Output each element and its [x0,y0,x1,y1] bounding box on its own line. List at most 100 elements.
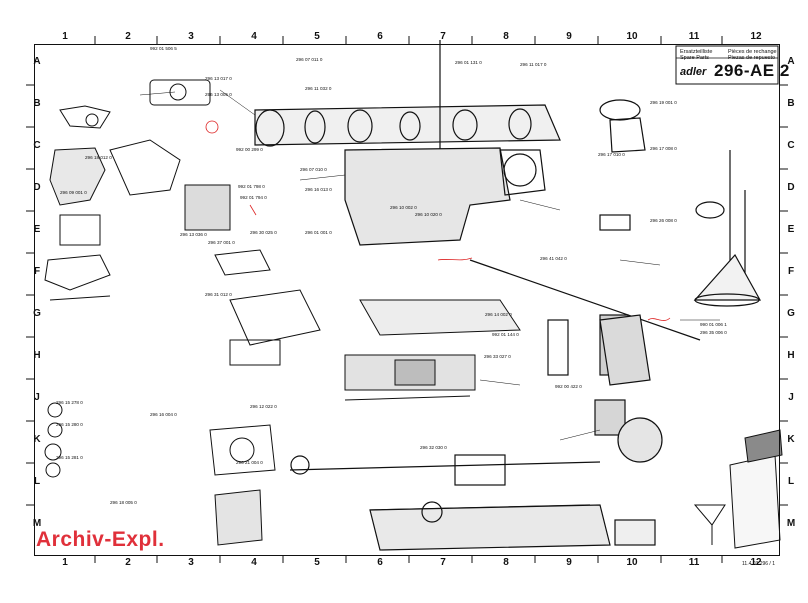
part-number: 992 01 794 0 [240,195,267,200]
part-number: 990 01 006 1 [700,322,727,327]
part-number: 296 15 281 0 [56,455,83,460]
part-number: 296 11 032 0 [305,86,332,91]
grid-row-label: B [33,98,41,109]
grid-row-label-right: B [787,98,795,109]
part-number: 992 01 798 0 [238,184,265,189]
grid-column-label-bottom: 2 [125,557,131,568]
part-number: 296 17 010 0 [598,152,625,157]
grid-column-label: 11 [688,31,700,42]
part-number: 296 13 017 0 [205,76,232,81]
grid-row-label-right: J [788,392,794,403]
grid-column-label: 3 [188,31,194,42]
grid-column-label: 4 [251,31,257,42]
grid-row-label-right: G [787,308,795,319]
part-number: 296 30 025 0 [250,230,277,235]
grid-row-label: C [33,140,41,151]
part-number: 992 00 422 0 [555,384,582,389]
part-number: 296 18 012 0 [85,155,112,160]
grid-column-label-bottom: 10 [626,557,638,568]
part-number: 296 11 017 0 [520,62,547,67]
grid-row-label-right: E [787,224,795,235]
part-number: 296 32 030 0 [420,445,447,450]
title-de: Ersatzteilliste [680,49,713,55]
grid-column-label-bottom: 5 [314,557,320,568]
grid-row-label-right: H [787,350,795,361]
part-number: 296 13 005 0 [205,92,232,97]
part-number: 296 15 280 0 [56,422,83,427]
part-number: 296 37 001 0 [208,240,235,245]
title-es: Piezas de repuesto [728,55,776,61]
grid-row-label: F [33,266,41,277]
part-number: 296 14 002 0 [485,312,512,317]
grid-row-label: M [32,518,42,529]
grid-row-label-right: L [787,476,795,487]
part-number: 296 16 004 0 [150,412,177,417]
grid-row-label: L [33,476,41,487]
grid-column-label-bottom: 12 [750,557,762,568]
grid-column-label: 2 [125,31,131,42]
grid-row-label-right: M [786,518,796,529]
part-number: 296 15 278 0 [56,400,83,405]
grid-column-label: 7 [440,31,446,42]
part-number: 296 18 005 0 [110,500,137,505]
part-number: 992 01 506 5 [150,46,177,51]
part-number: 296 09 001 0 [60,190,87,195]
part-number: 296 12 022 0 [250,404,277,409]
part-number: 296 10 002 0 [390,205,417,210]
grid-row-label-right: C [787,140,795,151]
model-number: 296-AE 2 [714,61,790,80]
drawing-reference: 11.4.03 296 / 1 [742,561,775,567]
grid-column-label-bottom: 8 [503,557,509,568]
grid-column-label: 10 [626,31,638,42]
grid-column-label-bottom: 11 [688,557,700,568]
part-number: 296 17 008 0 [650,146,677,151]
title-en: Spare Parts [680,55,710,61]
archive-stamp: Archiv-Expl. [36,528,165,551]
part-number: 296 10 020 0 [415,212,442,217]
part-number: 992 01 144 0 [492,332,519,337]
grid-row-label: D [33,182,41,193]
part-number: 296 41 042 0 [540,256,567,261]
grid-row-label: K [33,434,41,445]
grid-row-label-right: K [787,434,795,445]
title-fr: Pièces de rechange [728,49,777,55]
grid-column-label: 12 [750,31,762,42]
part-number: 296 16 013 0 [305,187,332,192]
grid-row-label-right: A [787,56,795,67]
grid-column-label-bottom: 4 [251,557,257,568]
grid-column-label-bottom: 6 [377,557,383,568]
grid-column-label: 1 [62,31,68,42]
part-number: 296 13 036 0 [180,232,207,237]
part-number: 296 19 001 0 [650,100,677,105]
part-number: 296 01 131 0 [455,60,482,65]
grid-column-label-bottom: 7 [440,557,446,568]
grid-row-label-right: F [787,266,795,277]
grid-row-label: H [33,350,41,361]
grid-column-label: 9 [566,31,572,42]
grid-row-label: G [33,308,41,319]
part-number: 296 01 001 0 [305,230,332,235]
part-number: 296 35 006 0 [700,330,727,335]
part-number: 296 26 008 0 [650,218,677,223]
grid-column-label-bottom: 1 [62,557,68,568]
grid-column-label: 6 [377,31,383,42]
part-number: 296 33 027 0 [484,354,511,359]
grid-row-label-right: D [787,182,795,193]
grid-column-label: 5 [314,31,320,42]
part-number: 296 21 004 0 [236,460,263,465]
part-number: 296 31 012 0 [205,292,232,297]
part-number: 296 07 010 0 [300,167,327,172]
grid-column-label-bottom: 3 [188,557,194,568]
brand-name: adler [680,66,707,78]
drawing-frame [34,44,780,556]
grid-column-label-bottom: 9 [566,557,572,568]
grid-row-label: A [33,56,41,67]
part-number: 992 00 299 0 [236,147,263,152]
grid-row-label: J [34,392,40,403]
part-number: 296 07 011 0 [296,57,323,62]
grid-row-label: E [33,224,41,235]
grid-column-label: 8 [503,31,509,42]
title-block: Ersatzteilliste Spare Parts Pièces de re… [676,47,777,85]
